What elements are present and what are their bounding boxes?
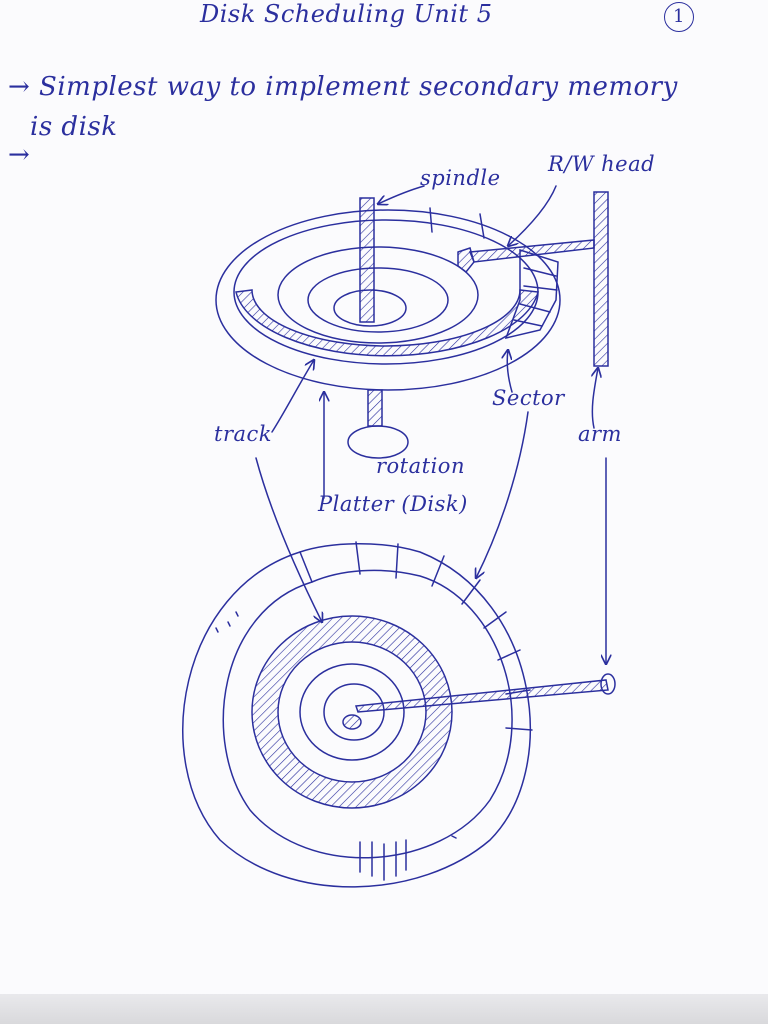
- label-arm: arm: [578, 422, 622, 446]
- spindle-shaft: [359, 197, 375, 323]
- note-line-2: is disk: [30, 112, 118, 142]
- platter-3d: [215, 207, 561, 391]
- page-title: Disk Scheduling Unit 5: [200, 0, 493, 28]
- label-spindle: spindle: [420, 166, 501, 190]
- note-line-1: → Simplest way to implement secondary me…: [8, 72, 678, 102]
- label-sector: Sector: [492, 386, 565, 410]
- rw-arm-3d: [457, 191, 609, 367]
- label-arrows: [255, 185, 606, 664]
- label-rotation: rotation: [376, 454, 465, 478]
- page-number: 1: [664, 2, 694, 32]
- label-track: track: [214, 422, 272, 446]
- platter-top-view: [182, 541, 616, 888]
- motor: [347, 389, 409, 459]
- note-arrow-2: →: [8, 140, 31, 170]
- label-rw-head: R/W head: [548, 152, 656, 176]
- label-platter: Platter (Disk): [318, 492, 468, 516]
